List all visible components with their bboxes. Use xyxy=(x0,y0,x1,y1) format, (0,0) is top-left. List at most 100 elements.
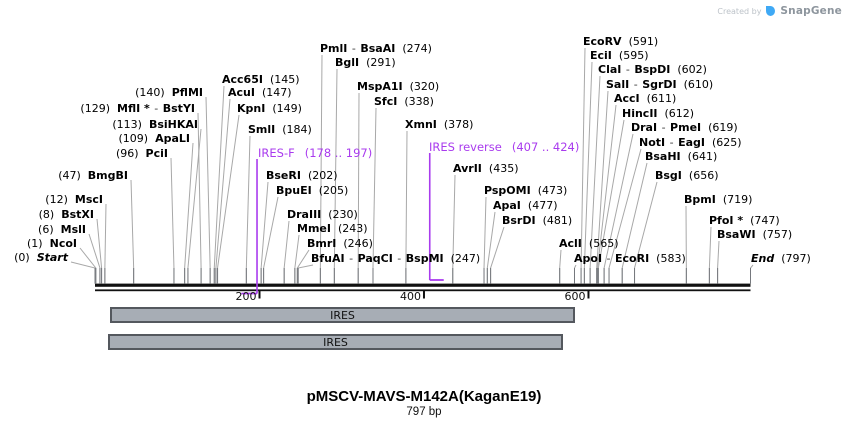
site-label-ecorv[interactable]: EcoRV(591) xyxy=(583,36,658,48)
site-name-part: AclI xyxy=(559,237,582,250)
site-position: (1) xyxy=(27,237,43,250)
site-label-sali[interactable]: SalI - SgrDI(610) xyxy=(606,79,713,91)
feature-label: IRES xyxy=(323,335,348,349)
site-label-clai[interactable]: ClaI - BspDI(602) xyxy=(598,64,707,76)
backbone-line-bottom xyxy=(95,289,751,292)
site-name-part: KpnI xyxy=(237,102,266,115)
primer-label-ires-reverse[interactable]: IRES reverse(407 .. 424) xyxy=(429,141,579,153)
leader-line xyxy=(70,261,96,284)
primer-label-ires-f[interactable]: IRES-F(178 .. 197) xyxy=(258,147,372,159)
site-label-pflmi[interactable]: (140)PflMI xyxy=(135,87,203,99)
leader-line xyxy=(486,211,496,284)
site-label-mmei[interactable]: MmeI(243) xyxy=(297,223,368,235)
site-label-apali[interactable]: (109)ApaLI xyxy=(118,133,190,145)
plasmid-title: pMSCV-MAVS-M142A(KaganE19) xyxy=(306,388,542,405)
site-label-pfoi[interactable]: PfoI *(747) xyxy=(709,215,780,227)
site-label-avrii[interactable]: AvrII(435) xyxy=(453,163,519,175)
site-label-start[interactable]: (0)Start xyxy=(14,252,68,264)
site-position: (291) xyxy=(366,56,396,69)
site-position: (147) xyxy=(261,86,292,99)
leader-line xyxy=(260,181,269,284)
site-name-part: ApoI xyxy=(574,252,603,265)
site-position: (611) xyxy=(646,92,677,105)
site-label-acui[interactable]: AcuI (147) xyxy=(228,87,292,99)
site-label-bsahi[interactable]: BsaHI(641) xyxy=(645,151,717,163)
site-label-acci[interactable]: AccI (611) xyxy=(614,93,676,105)
site-name-part: MslI xyxy=(60,223,86,236)
site-name: BpmI xyxy=(684,193,716,206)
site-name-part: AvrII xyxy=(453,162,482,175)
site-name-part: HincII xyxy=(622,107,658,120)
site-label-noti[interactable]: NotI - EagI(625) xyxy=(639,137,742,149)
site-label-mspa1i[interactable]: MspA1I(320) xyxy=(357,81,439,93)
site-label-bstxi[interactable]: (8)BstXI xyxy=(39,209,94,221)
site-name: PfoI * xyxy=(709,214,743,227)
site-label-pspomi[interactable]: PspOMI(473) xyxy=(484,185,567,197)
site-label-draiii[interactable]: DraIII(230) xyxy=(287,209,358,221)
site-label-hincii[interactable]: HincII (612) xyxy=(622,108,694,120)
site-label-bgli[interactable]: BglI(291) xyxy=(335,57,396,69)
site-name: SalI - SgrDI xyxy=(606,78,677,91)
site-name: BsgI xyxy=(655,169,682,182)
site-label-msci[interactable]: (12)MscI xyxy=(45,194,103,206)
site-label-smli[interactable]: SmlI(184) xyxy=(248,124,312,136)
site-name: BpuEI xyxy=(276,184,312,197)
site-position: (184) xyxy=(282,123,312,136)
site-label-bsawi[interactable]: BsaWI (757) xyxy=(717,229,792,241)
site-label-bsrdi[interactable]: BsrDI(481) xyxy=(502,215,572,227)
ruler-number: 200 xyxy=(235,290,257,303)
feature-ires-bar-2[interactable]: IRES xyxy=(108,334,563,350)
leader-line xyxy=(96,218,103,284)
site-label-mfli[interactable]: (129)MflI * - BstYI xyxy=(80,103,195,115)
feature-ires-bar-1[interactable]: IRES xyxy=(110,307,575,323)
site-label-apoi[interactable]: ApoI - EcoRI(583) xyxy=(574,253,686,265)
site-name: ApoI - EcoRI xyxy=(574,252,649,265)
site-position: (591) xyxy=(628,35,659,48)
site-position: (0) xyxy=(14,251,30,264)
site-label-pmli[interactable]: PmlI - BsaAI(274) xyxy=(320,43,432,55)
site-label-ncoi[interactable]: (1)NcoI xyxy=(27,238,77,250)
site-label-pcii[interactable]: (96)PciI xyxy=(116,148,168,160)
site-label-end[interactable]: End(797) xyxy=(751,253,811,265)
site-position: (612) xyxy=(664,107,695,120)
site-label-bpmi[interactable]: BpmI(719) xyxy=(684,194,752,206)
site-name: AccI xyxy=(614,92,640,105)
site-name: DraIII xyxy=(287,208,321,221)
site-label-bsgi[interactable]: BsgI(656) xyxy=(655,170,719,182)
site-name-part: DraIII xyxy=(287,208,322,221)
site-label-bsihkai[interactable]: (113)BsiHKAI xyxy=(112,119,198,131)
site-name-part: NotI xyxy=(639,136,666,149)
plasmid-length: 797 bp xyxy=(406,406,442,418)
site-label-msli[interactable]: (6)MslI xyxy=(38,224,86,236)
site-name: End xyxy=(751,252,774,265)
site-label-apai[interactable]: ApaI(477) xyxy=(493,200,558,212)
site-name-part: BseRI xyxy=(266,169,301,182)
site-label-drai[interactable]: DraI - PmeI(619) xyxy=(631,122,738,134)
site-label-bfuai[interactable]: BfuAI - PaqCI - BspMI(247) xyxy=(311,253,480,265)
site-position: (109) xyxy=(118,132,149,145)
site-position: (757) xyxy=(762,228,793,241)
site-name-part: BsaWI xyxy=(717,228,756,241)
site-label-sfci[interactable]: SfcI(338) xyxy=(374,96,434,108)
site-name: AclI xyxy=(559,237,582,250)
site-name-part: End xyxy=(751,252,775,265)
site-name-part: BpmI xyxy=(684,193,716,206)
site-label-bmgbi[interactable]: (47)BmgBI xyxy=(58,170,128,182)
site-label-bseri[interactable]: BseRI(202) xyxy=(266,170,338,182)
site-name-part: AcuI xyxy=(228,86,255,99)
site-label-acc65i[interactable]: Acc65I(145) xyxy=(222,74,300,86)
site-label-xmni[interactable]: XmnI(378) xyxy=(405,119,473,131)
site-label-ecii[interactable]: EciI(595) xyxy=(590,50,649,62)
site-label-kpni[interactable]: KpnI(149) xyxy=(237,103,302,115)
site-label-bmri[interactable]: BmrI(246) xyxy=(307,238,373,250)
leader-line xyxy=(490,226,505,284)
site-name-part: BfuAI xyxy=(311,252,345,265)
site-position: (274) xyxy=(402,42,432,55)
site-name-part: EagI xyxy=(678,136,705,149)
site-label-acli[interactable]: AclI(565) xyxy=(559,238,619,250)
site-name: XmnI xyxy=(405,118,437,131)
site-name-part: PaqCI xyxy=(357,252,393,265)
site-label-bpuei[interactable]: BpuEI(205) xyxy=(276,185,348,197)
